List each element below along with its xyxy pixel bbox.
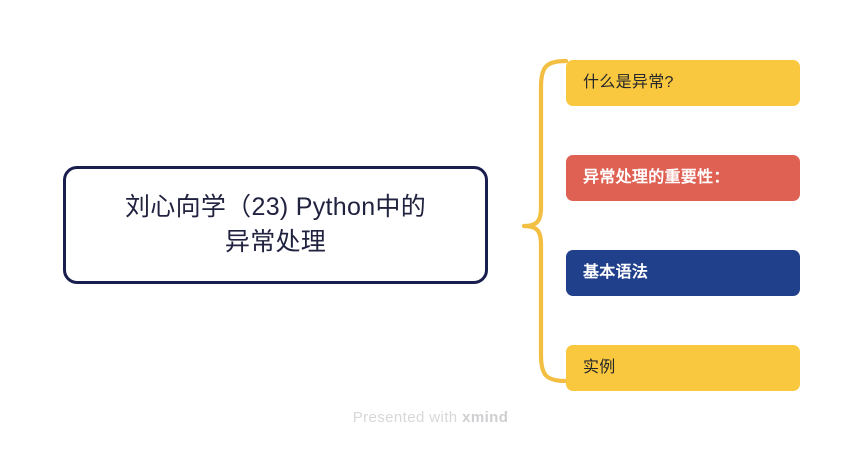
branch-topic-1-label: 异常处理的重要性： (583, 169, 730, 187)
branch-topic-1[interactable]: 异常处理的重要性： (566, 155, 800, 201)
watermark-prefix: Presented with (352, 409, 463, 426)
brace-connector (494, 56, 572, 386)
branch-topic-0-label: 什么是异常? (583, 74, 674, 92)
branch-topic-3-label: 实例 (583, 359, 616, 377)
branch-topic-0[interactable]: 什么是异常? (566, 60, 800, 106)
branch-topic-3[interactable]: 实例 (566, 345, 800, 391)
brace-connector-svg (521, 58, 569, 384)
xmind-watermark: Presented with xmind (0, 409, 861, 426)
branch-topic-2[interactable]: 基本语法 (566, 250, 800, 296)
watermark-brand: xmind (462, 409, 509, 426)
branch-topic-2-label: 基本语法 (583, 264, 649, 282)
root-topic-label: 刘心向学（23) Python中的 异常处理 (124, 192, 426, 257)
root-topic-node[interactable]: 刘心向学（23) Python中的 异常处理 (63, 166, 488, 284)
brace-path (521, 58, 569, 384)
